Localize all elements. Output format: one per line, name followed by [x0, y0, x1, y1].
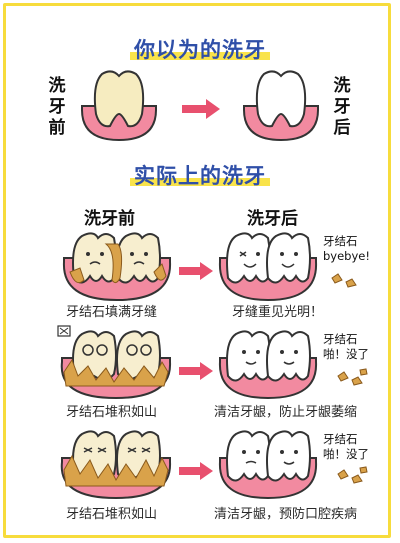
tooth-before-illustration [81, 70, 157, 142]
section-title-reality: 实际上的洗牙 [0, 160, 400, 190]
teeth-with-heavy-tartar-illustration [57, 325, 172, 400]
arrow-right-icon [179, 362, 213, 380]
tartar-fragments [337, 368, 368, 386]
tartar-fragments [331, 273, 357, 288]
label-after-top: 洗牙后 [333, 76, 351, 138]
teeth-with-tartar-illustration [62, 232, 172, 302]
caption-before-row2: 牙结石堆积如山 [66, 405, 158, 420]
clean-teeth-illustration [218, 430, 318, 500]
tooth-after-illustration [243, 70, 319, 142]
caption-before-row3: 牙结石堆积如山 [66, 507, 158, 522]
tartar-fragments [337, 466, 368, 484]
page-border [3, 3, 391, 538]
arrow-right-icon [182, 99, 220, 119]
caption-after-row1: 牙缝重见光明！ [232, 305, 324, 320]
column-header-before: 洗牙前 [84, 209, 135, 229]
caption-after-row3: 清洁牙龈，预防口腔疾病 [214, 507, 358, 522]
teeth-with-heavy-tartar-illustration [60, 430, 172, 500]
clean-teeth-illustration [218, 232, 318, 302]
section-title-expectation: 你以为的洗牙 [0, 34, 400, 64]
caption-before-row1: 牙结石填满牙缝 [66, 305, 158, 320]
arrow-right-icon [179, 262, 213, 280]
label-before-top: 洗牙前 [48, 76, 66, 138]
caption-after-row2: 清洁牙龈，防止牙龈萎缩 [214, 405, 358, 420]
tartar-note: 牙结石啪！没了 [323, 332, 369, 361]
clean-teeth-illustration [218, 330, 318, 400]
column-header-after: 洗牙后 [247, 209, 298, 229]
tartar-note: 牙结石啪！没了 [323, 432, 369, 461]
arrow-right-icon [179, 462, 213, 480]
